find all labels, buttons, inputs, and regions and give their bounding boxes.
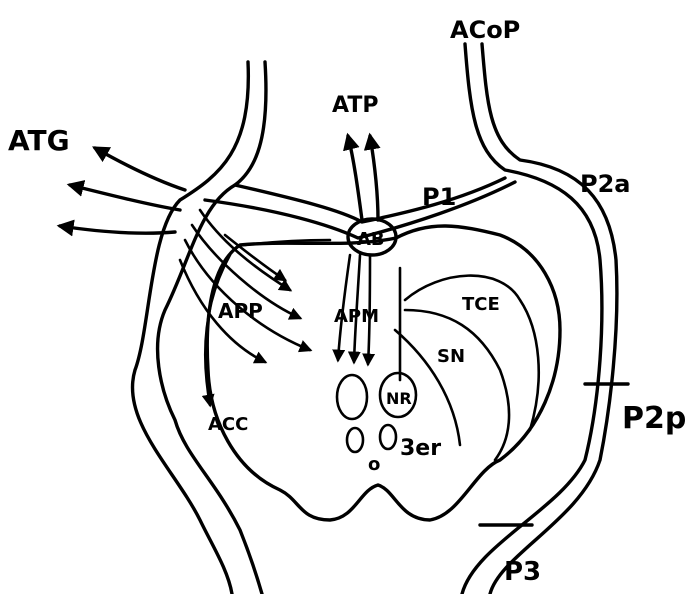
- small-nucleus-right: [380, 425, 396, 449]
- atp-vessel-left: [348, 136, 362, 220]
- app-arrow-3: [185, 240, 310, 350]
- label-ab: AB: [357, 229, 385, 250]
- label-p2a: P2a: [580, 170, 630, 198]
- label-atg: ATG: [8, 124, 70, 157]
- label-p2p: P2p: [622, 401, 685, 436]
- label-tce: TCE: [462, 294, 500, 315]
- left-vessel-inner: [158, 62, 266, 594]
- atg-arrow-3: [60, 226, 175, 233]
- atp-vessel-right: [370, 136, 378, 220]
- p1-segment-upper: [235, 178, 505, 222]
- label-o: o: [368, 454, 380, 475]
- label-app: APP: [218, 299, 263, 323]
- atg-arrow-1: [95, 148, 185, 190]
- right-vessel-inner: [482, 44, 617, 594]
- label-atp: ATP: [332, 93, 378, 118]
- label-p3: P3: [504, 557, 541, 587]
- small-nucleus-left: [347, 428, 363, 452]
- label-acop: ACoP: [450, 16, 520, 44]
- label-sn: SN: [437, 346, 465, 367]
- label-acc: ACC: [208, 414, 248, 435]
- left-nucleus: [337, 375, 367, 419]
- label-third: 3er: [400, 436, 441, 461]
- label-p1: P1: [422, 183, 456, 211]
- label-nr: NR: [386, 389, 412, 408]
- right-vessel-outer: [462, 44, 602, 594]
- atg-arrow-2: [70, 185, 180, 210]
- label-apm: APM: [334, 306, 379, 327]
